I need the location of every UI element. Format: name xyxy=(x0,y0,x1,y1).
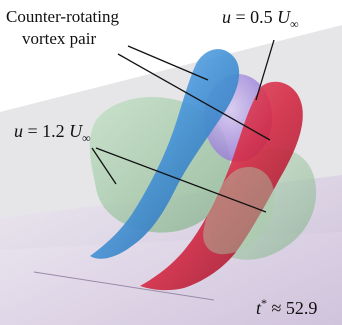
contour-low-variable: u xyxy=(14,121,23,141)
leader-vortex-blue xyxy=(127,45,209,81)
contour-low-value: = 1.2 xyxy=(27,121,65,141)
leader-contour-low-green xyxy=(91,147,117,185)
contour-low-freestream: U xyxy=(69,121,83,141)
time-label: t* ≈ 52.9 xyxy=(256,297,317,317)
time-variable: t xyxy=(256,298,262,318)
contour-low-label: u = 1.2 U∞ xyxy=(14,122,91,144)
leader-vortex-red xyxy=(117,53,271,141)
time-value: ≈ 52.9 xyxy=(271,298,318,318)
leader-contour-high xyxy=(255,39,275,101)
green-isosurface-front xyxy=(203,167,275,255)
vortex-pair-label-line1: Counter-rotating xyxy=(6,7,119,26)
contour-high-value: = 0.5 xyxy=(235,7,273,27)
contour-low-freestream-subscript: ∞ xyxy=(82,131,91,145)
wall-plane-edge xyxy=(33,271,215,301)
leader-lines xyxy=(91,39,275,213)
contour-high-freestream-subscript: ∞ xyxy=(290,17,299,31)
contour-high-freestream: U xyxy=(277,7,291,27)
contour-high-variable: u xyxy=(222,7,231,27)
red-vortex-tube xyxy=(140,81,303,291)
contour-high-label: u = 0.5 U∞ xyxy=(222,8,299,30)
time-superscript: * xyxy=(261,296,268,310)
vortex-pair-label-line2: vortex pair xyxy=(22,29,97,48)
leader-contour-low-right xyxy=(95,147,267,213)
